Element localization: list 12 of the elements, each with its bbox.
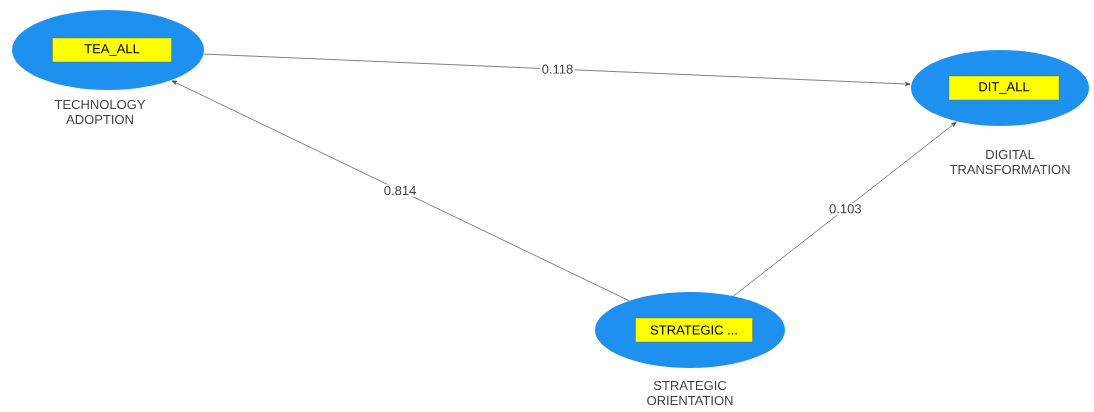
arrow [733,121,957,297]
ellipse-node: STRATEGIC ... STRATEGIC ORIENTATION [595,292,785,406]
edge-label: 0.118 [540,63,575,76]
edge-label: 0.103 [827,202,864,215]
node-label: DIGITAL TRANSFORMATION [949,149,1070,175]
arrow [203,53,911,87]
node-label: TECHNOLOGY ADOPTION [54,99,146,125]
arrow [171,80,630,302]
ellipse-node: TEA_ALL TECHNOLOGY ADOPTION [12,10,204,125]
edge-label: 0.814 [382,184,418,197]
ellipse-node: DIT_ALL DIGITAL TRANSFORMATION [911,50,1089,175]
node-label: STRATEGIC ORIENTATION [647,380,733,406]
